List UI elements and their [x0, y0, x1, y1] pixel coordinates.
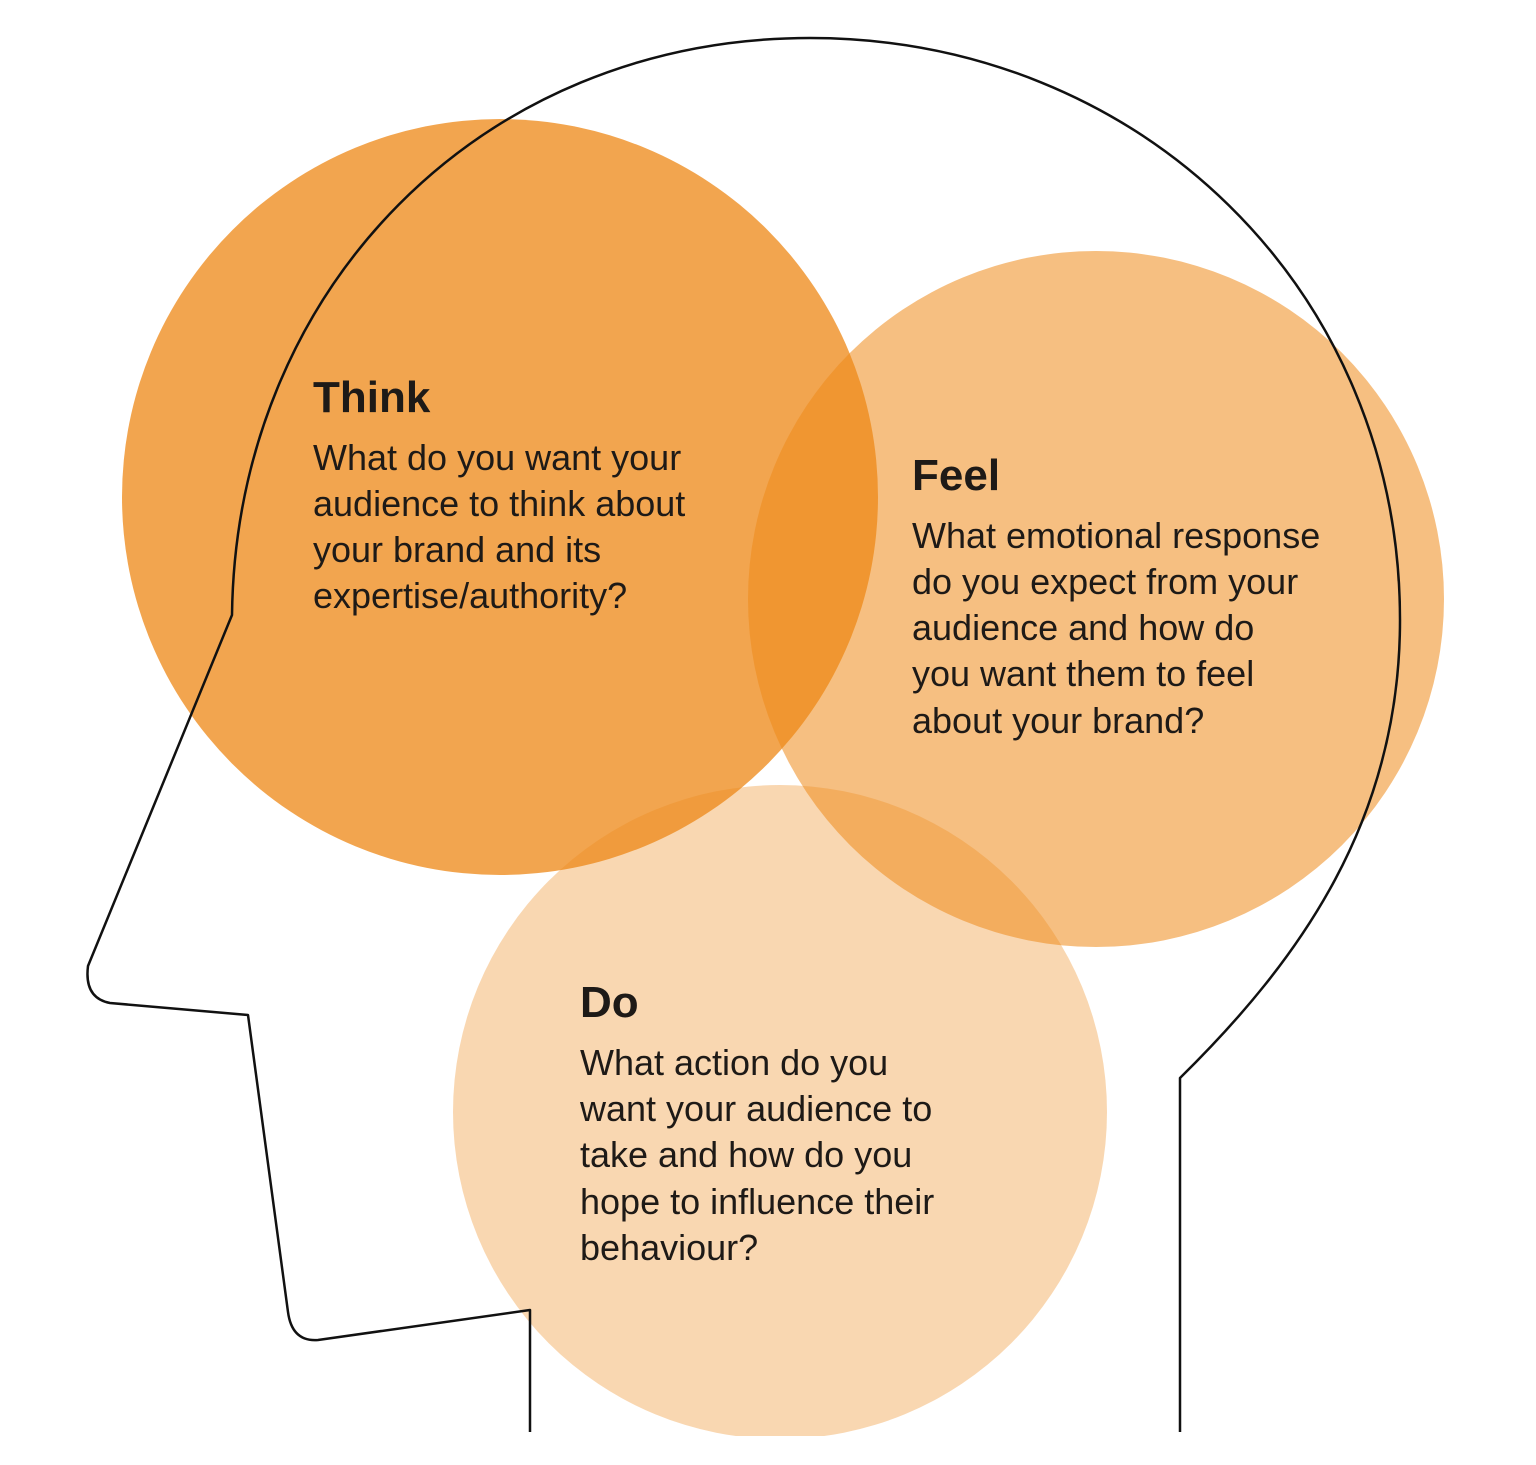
think-section: Think What do you want your audience to …: [313, 373, 685, 616]
do-section: Do What action do you want your audience…: [579, 978, 934, 1268]
think-line: expertise/authority?: [313, 575, 627, 616]
do-line: behaviour?: [580, 1227, 758, 1268]
do-line: What action do you: [580, 1042, 888, 1083]
do-title: Do: [580, 978, 639, 1027]
feel-line: do you expect from your: [912, 561, 1298, 602]
do-circle: [453, 785, 1107, 1436]
think-line: your brand and its: [313, 529, 601, 570]
feel-line: What emotional response: [912, 515, 1320, 556]
do-line: want your audience to: [579, 1088, 932, 1129]
think-title: Think: [313, 373, 431, 422]
do-line: hope to influence their: [580, 1181, 934, 1222]
feel-line: about your brand?: [912, 700, 1204, 741]
feel-line: you want them to feel: [912, 653, 1254, 694]
think-line: What do you want your: [313, 437, 681, 478]
do-line: take and how do you: [580, 1134, 912, 1175]
feel-section: Feel What emotional response do you expe…: [912, 451, 1320, 741]
feel-line: audience and how do: [912, 607, 1254, 648]
think-circle: [122, 119, 878, 875]
think-line: audience to think about: [313, 483, 685, 524]
feel-title: Feel: [912, 451, 1000, 500]
head-outline: [86, 36, 1402, 1432]
feel-circle: [748, 251, 1444, 947]
